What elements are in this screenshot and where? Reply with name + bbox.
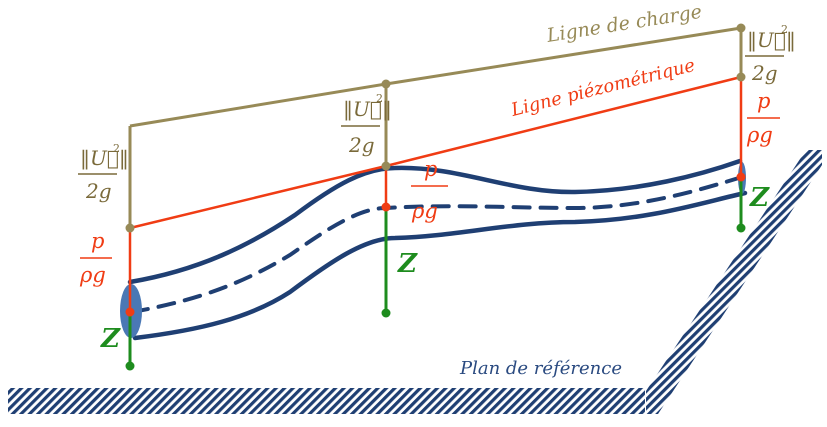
elevation-middle: Z	[397, 249, 418, 279]
reference-ground	[8, 150, 822, 414]
svg-text:p: p	[757, 89, 770, 113]
svg-text:p: p	[91, 229, 104, 253]
velocity-head-middle: ‖U⃗‖ 2 2g	[341, 92, 392, 157]
charge-line-label: Ligne de charge	[544, 1, 703, 47]
station-middle	[381, 79, 391, 318]
svg-text:ρg: ρg	[79, 263, 106, 287]
reference-plane-label: Plan de référence	[459, 358, 622, 379]
svg-text:ρg: ρg	[411, 199, 438, 223]
pressure-head-right: p ρg	[746, 89, 780, 147]
svg-text:ρg: ρg	[746, 123, 773, 147]
svg-text:p: p	[424, 157, 437, 181]
svg-text:‖U⃗‖: ‖U⃗‖	[80, 146, 129, 171]
elevation-right: Z	[749, 183, 770, 213]
pressure-head-middle: p ρg	[411, 157, 448, 223]
pipe-upper-wall	[127, 158, 743, 285]
pipe-lower-wall	[132, 190, 748, 341]
svg-text:2g: 2g	[751, 61, 778, 85]
pressure-head-left: p ρg	[79, 229, 112, 287]
svg-text:2: 2	[376, 92, 383, 105]
svg-text:‖U⃗‖: ‖U⃗‖	[747, 28, 796, 53]
velocity-head-right: ‖U⃗‖ 2 2g	[745, 23, 796, 85]
svg-text:‖U⃗‖: ‖U⃗‖	[343, 97, 392, 122]
svg-text:2g: 2g	[85, 179, 112, 203]
pipe-axis	[130, 175, 744, 314]
pipe	[127, 158, 748, 341]
svg-text:2g: 2g	[348, 133, 375, 157]
station-right	[736, 23, 746, 233]
elevation-left: Z	[100, 324, 121, 354]
velocity-head-left: ‖U⃗‖ 2 2g	[78, 142, 129, 203]
station-left	[125, 126, 135, 371]
svg-text:2: 2	[113, 142, 120, 155]
svg-text:2: 2	[781, 23, 788, 36]
